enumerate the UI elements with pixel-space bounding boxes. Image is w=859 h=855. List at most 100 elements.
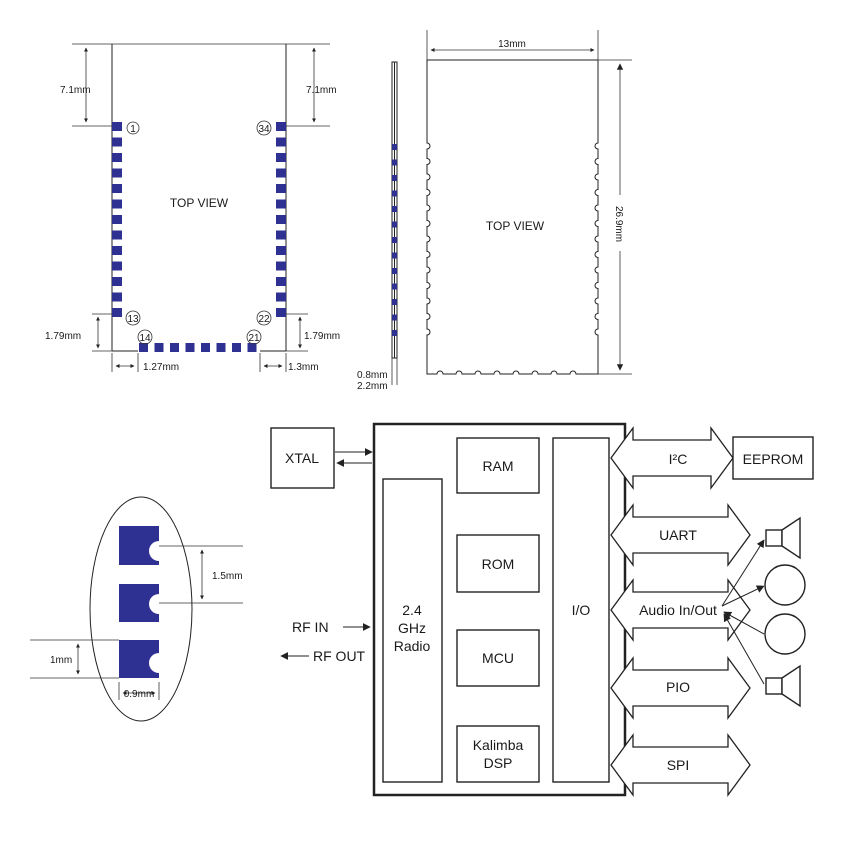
io-buses: [610, 426, 751, 797]
mcu-block: [456, 629, 540, 687]
bus-arrow-uart: [610, 503, 751, 567]
ram-label: RAM: [482, 458, 513, 474]
pad-detail: 1.5mm 1mm 0.9mm: [30, 496, 243, 722]
left-pad-9: [112, 246, 122, 255]
left-pad-5: [112, 184, 122, 193]
right-pad-32: [276, 153, 286, 162]
dim-height: 26.9mm: [613, 206, 624, 242]
module-outline-left: [111, 44, 287, 352]
top-view-left: TOP VIEW 1 34 13 22 14 21 7.1mm 7.1mm 1.…: [45, 43, 340, 373]
bus-arrow-audio: [610, 578, 751, 642]
side-pad-7: [392, 237, 397, 243]
radio-label-3: Radio: [394, 638, 431, 654]
rf-out-label: RF OUT: [313, 648, 366, 664]
pin-circle-13: [125, 310, 141, 326]
right-pad-25: [276, 261, 286, 271]
io-label: I/O: [572, 602, 591, 618]
bus-audio-label: Audio In/Out: [639, 602, 717, 618]
bottom-pad-row: [139, 343, 257, 352]
height-label-bg: [612, 195, 628, 251]
side-pad-9: [392, 268, 397, 274]
right-pad-31: [276, 168, 286, 178]
microphone-top-icon: [764, 564, 806, 606]
speaker-bottom-icon: [765, 664, 801, 708]
bus-arrow-spi: [610, 733, 751, 797]
bus-spi-label: SPI: [667, 757, 690, 773]
pin-circle-22: [256, 310, 272, 326]
pin-circle-1: [126, 121, 140, 135]
rom-label: ROM: [482, 556, 515, 572]
side-pad-13: [392, 330, 397, 336]
left-pad-1: [112, 122, 122, 131]
pin-label-13: 13: [127, 314, 139, 325]
dim-width: 13mm: [498, 39, 526, 50]
bottom-pad-15: [154, 343, 164, 352]
dim-edge: 1.3mm: [288, 362, 319, 373]
right-pad-29: [276, 199, 286, 209]
pad-detail-ellipse: [89, 496, 193, 722]
pin-label-34: 34: [258, 124, 270, 135]
left-pad-2: [112, 137, 122, 147]
dim-pad-height: 1mm: [50, 655, 72, 666]
left-pad-6: [112, 199, 122, 209]
audio-arrow-speaker-bottom: [723, 613, 765, 685]
right-pad-30: [276, 184, 286, 193]
side-pad-2: [392, 159, 397, 166]
castellated-pad-3: [119, 640, 159, 678]
top-view-title-left: TOP VIEW: [170, 196, 229, 210]
right-pad-33: [276, 137, 286, 147]
dim-bottom-left: 1.79mm: [45, 331, 81, 342]
side-pad-3: [392, 175, 397, 181]
right-pad-24: [276, 277, 286, 286]
dim-spacing: 1.5mm: [212, 571, 243, 582]
pin-label-1: 1: [130, 124, 136, 135]
right-pad-22: [276, 308, 286, 317]
bottom-pad-21: [247, 343, 257, 352]
side-pad-11: [392, 299, 397, 305]
dim-pad-width: 0.9mm: [124, 689, 155, 700]
side-pad-10: [392, 283, 397, 290]
left-pad-13: [112, 308, 122, 317]
audio-arrow-speaker-top: [721, 539, 765, 607]
right-pad-27: [276, 230, 286, 240]
top-view-right: 13mm 26.9mm TOP VIEW: [426, 30, 632, 375]
side-pad-12: [392, 314, 397, 321]
right-pad-28: [276, 215, 286, 224]
dsp-block: [456, 725, 540, 783]
rom-block: [456, 534, 540, 593]
bus-uart-label: UART: [659, 527, 697, 543]
xtal-label: XTAL: [285, 450, 319, 466]
pin-label-21: 21: [248, 333, 260, 344]
rf-in-label: RF IN: [292, 619, 329, 635]
side-pad-5: [392, 206, 397, 212]
block-diagram: XTAL RAM ROM MCU Kalimba DSP 2.4 GHz Rad…: [270, 422, 814, 797]
module-outline-right: [426, 59, 599, 375]
side-pad-4: [392, 190, 397, 197]
eeprom-block: [732, 436, 814, 480]
radio-label-2: GHz: [398, 620, 426, 636]
right-pad-23: [276, 292, 286, 302]
eeprom-label: EEPROM: [743, 451, 804, 467]
radio-block: [382, 478, 443, 783]
side-pad-1: [392, 144, 397, 150]
side-pad-8: [392, 252, 397, 259]
dim-top-left: 7.1mm: [60, 85, 91, 96]
left-pad-column: [112, 122, 122, 317]
dim-pitch: 1.27mm: [143, 362, 179, 373]
bus-i2c-label: I²C: [669, 451, 688, 467]
side-pad-column: [392, 144, 397, 336]
right-pad-column: [276, 122, 286, 317]
bottom-pad-16: [170, 343, 179, 352]
radio-label-1: 2.4: [402, 602, 422, 618]
left-pad-7: [112, 215, 122, 224]
pin-circle-21: [246, 329, 262, 345]
dsp-label-1: Kalimba: [473, 737, 524, 753]
pin-label-14: 14: [139, 333, 151, 344]
dim-top-right: 7.1mm: [306, 85, 337, 96]
left-pad-4: [112, 168, 122, 178]
left-pad-11: [112, 277, 122, 286]
left-pad-8: [112, 230, 122, 240]
mcu-label: MCU: [482, 650, 514, 666]
castellated-pad-2: [119, 584, 159, 622]
